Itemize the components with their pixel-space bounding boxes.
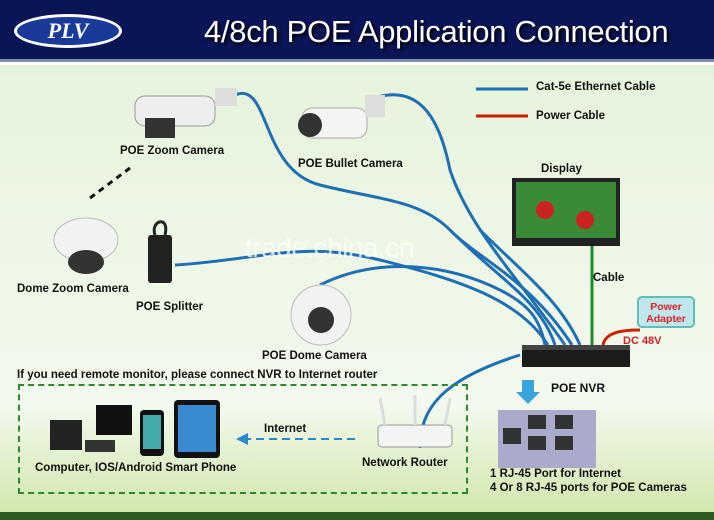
zoom-camera-label: POE Zoom Camera: [120, 145, 225, 157]
splitter-icon: [148, 220, 172, 283]
nvr-icon: [522, 345, 630, 367]
watermark: trade.china.cn: [245, 232, 414, 263]
dome-zoom-camera-label: Dome Zoom Camera: [17, 283, 129, 295]
dome-zoom-camera-icon: [53, 217, 119, 274]
down-arrow-icon: [516, 380, 540, 404]
internet-arrowhead: [236, 433, 248, 445]
page-title: 4/8ch POE Application Connection: [204, 14, 669, 49]
ethernet-cable: [174, 249, 550, 346]
tablet-icon: [174, 400, 220, 458]
remote-monitor-box: [18, 384, 468, 494]
nvr-label: POE NVR: [551, 381, 606, 395]
computer-icon: [50, 405, 132, 452]
router-icon: [377, 395, 453, 448]
ports-note-cameras: 4 Or 8 RJ-45 ports for POE Cameras: [490, 482, 687, 494]
plv-logo: PLV: [14, 14, 122, 48]
dome-camera-icon: [290, 284, 352, 346]
power-adapter: Power Adapter: [637, 296, 695, 328]
bottom-bar: [0, 512, 714, 520]
display-icon: [512, 178, 620, 246]
ethernet-cable: [319, 265, 547, 346]
zoom-camera-icon: [134, 88, 237, 138]
legend-power-label: Power Cable: [536, 110, 606, 122]
ethernet-cable: [448, 228, 574, 346]
bullet-camera-label: POE Bullet Camera: [298, 158, 403, 170]
header: PLV 4/8ch POE Application Connection: [0, 0, 714, 62]
clients-label: Computer, IOS/Android Smart Phone: [35, 462, 237, 474]
splitter-label: POE Splitter: [136, 301, 204, 313]
dashed-link: [89, 166, 131, 200]
dome-camera-label: POE Dome Camera: [262, 350, 367, 362]
rj45-ports-image: [498, 410, 596, 468]
router-label: Network Router: [362, 457, 448, 469]
bullet-camera-icon: [298, 95, 385, 139]
display-cable-label: Cable: [593, 272, 625, 284]
remote-note: If you need remote monitor, please conne…: [17, 369, 378, 381]
power-cable: [601, 328, 641, 346]
smartphone-icon: [140, 410, 164, 456]
legend-ethernet-label: Cat-5e Ethernet Cable: [536, 81, 656, 93]
dc-voltage-label: DC 48V: [623, 335, 662, 347]
internet-label: Internet: [264, 423, 307, 435]
ethernet-cable: [478, 228, 582, 346]
display-label: Display: [541, 163, 582, 175]
ethernet-cable: [234, 91, 557, 346]
ports-note-internet: 1 RJ-45 Port for Internet: [490, 468, 621, 480]
